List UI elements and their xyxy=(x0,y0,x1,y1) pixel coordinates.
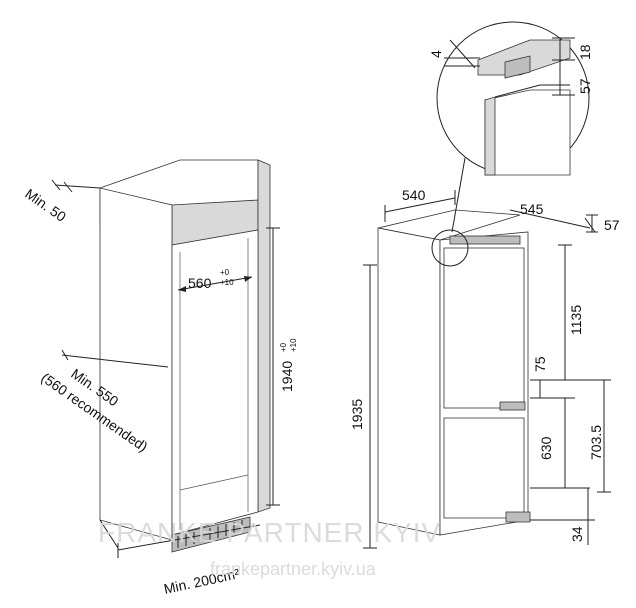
dim-57-top: 57 xyxy=(586,214,620,233)
watermark-line1: FRANKE PARTNER KYIV xyxy=(98,517,441,548)
label-560-tol-top: +0 xyxy=(220,268,230,277)
dim-height-1935: 1935 xyxy=(349,264,377,549)
label-1940: 1940 xyxy=(279,361,295,392)
label-630: 630 xyxy=(538,436,554,460)
dim-703-5: 703.5 xyxy=(588,379,611,493)
dim-depth-540: 540 xyxy=(384,187,456,222)
label-1935: 1935 xyxy=(349,399,365,430)
dim-depth-545: 545 xyxy=(509,201,596,233)
label-4: 4 xyxy=(428,50,444,58)
label-560-tol-bot: +10 xyxy=(220,278,234,287)
dim-34: 34 xyxy=(530,488,595,545)
label-703-5: 703.5 xyxy=(588,425,604,460)
dim-width-560: 560 +0 +10 xyxy=(177,268,253,292)
detail-zoom xyxy=(436,21,590,233)
dim-75: 75 xyxy=(532,356,548,398)
dim-1135: 1135 xyxy=(530,244,610,381)
label-540: 540 xyxy=(402,187,426,203)
label-min50: Min. 50 xyxy=(22,185,69,225)
label-57-top: 57 xyxy=(604,217,620,233)
niche-cabinet xyxy=(99,159,271,553)
dim-630: 630 xyxy=(530,397,590,489)
label-560: 560 xyxy=(188,275,212,291)
label-545: 545 xyxy=(520,201,544,217)
dim-57-detail: 57 xyxy=(552,60,593,96)
dim-min50: Min. 50 xyxy=(22,179,101,225)
dim-18: 18 xyxy=(552,37,593,61)
label-1135: 1135 xyxy=(568,305,584,335)
label-1940-tol-bot: +10 xyxy=(289,338,298,352)
watermark: FRANKE PARTNER KYIV frankepartner.kyiv.u… xyxy=(98,517,441,579)
dim-height-1940: 1940 +0 +10 xyxy=(266,227,298,506)
label-75: 75 xyxy=(532,356,548,372)
label-18: 18 xyxy=(577,44,593,60)
watermark-line2: frankepartner.kyiv.ua xyxy=(210,559,377,579)
dim-4: 4 xyxy=(428,39,480,69)
label-1940-tol-top: +0 xyxy=(279,342,288,352)
appliance-body xyxy=(377,209,531,536)
label-34: 34 xyxy=(569,526,585,542)
label-57-detail: 57 xyxy=(577,78,593,94)
